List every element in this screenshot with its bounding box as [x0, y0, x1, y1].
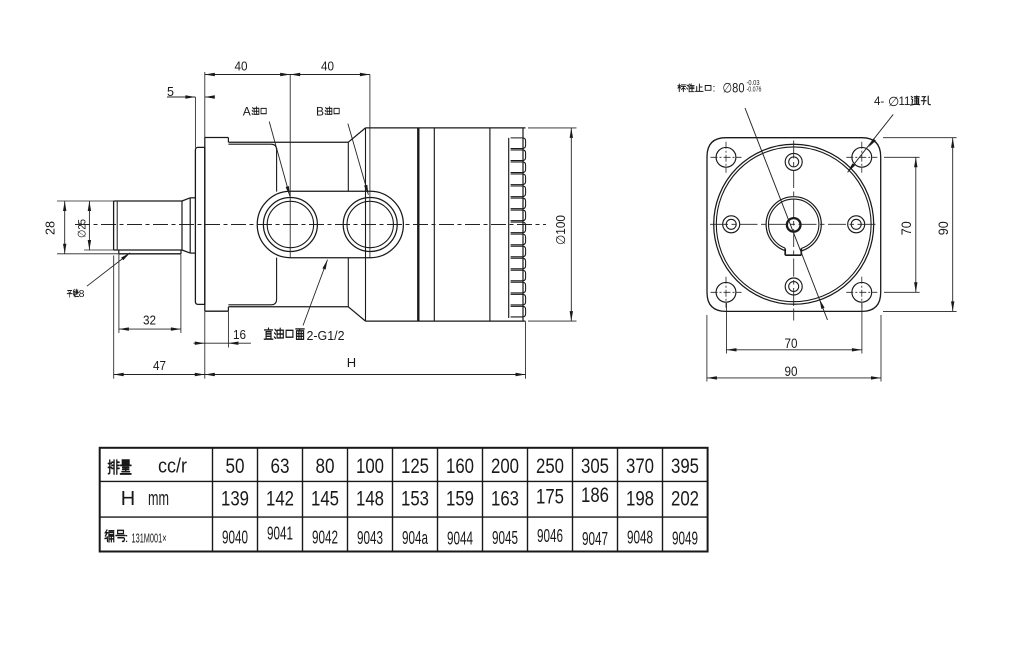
- svg-text:5: 5: [167, 85, 174, 99]
- svg-text:40: 40: [321, 60, 334, 74]
- svg-text:8: 8: [79, 288, 85, 300]
- svg-text:70: 70: [899, 221, 914, 235]
- svg-text:9046: 9046: [537, 525, 563, 546]
- svg-text:145: 145: [311, 487, 339, 511]
- svg-text:186: 186: [581, 483, 609, 507]
- svg-text:200: 200: [491, 454, 519, 478]
- svg-text:32: 32: [143, 313, 156, 327]
- svg-text:904a: 904a: [402, 527, 428, 548]
- svg-text:9043: 9043: [357, 527, 383, 548]
- svg-text:47: 47: [153, 359, 166, 373]
- svg-text:H: H: [121, 488, 135, 510]
- svg-text:370: 370: [626, 454, 654, 478]
- svg-text:9049: 9049: [672, 528, 698, 549]
- svg-text:4-: 4-: [874, 96, 884, 108]
- svg-text:9048: 9048: [627, 527, 653, 548]
- svg-text:-0.03: -0.03: [747, 80, 760, 87]
- svg-text:∅80: ∅80: [723, 81, 745, 96]
- svg-text:305: 305: [581, 454, 609, 478]
- svg-text:9042: 9042: [312, 527, 338, 548]
- svg-text::: :: [125, 530, 129, 545]
- svg-text:198: 198: [626, 487, 654, 511]
- svg-text:16: 16: [233, 328, 246, 342]
- svg-text:A: A: [243, 105, 251, 119]
- svg-text:∅: ∅: [888, 94, 899, 109]
- svg-text:70: 70: [785, 335, 798, 351]
- svg-text:125: 125: [401, 454, 429, 478]
- svg-text:∅100: ∅100: [554, 215, 568, 245]
- svg-text:250: 250: [536, 454, 564, 478]
- svg-text:9044: 9044: [447, 528, 473, 549]
- svg-text:395: 395: [671, 454, 699, 478]
- svg-text:9040: 9040: [222, 527, 248, 548]
- svg-text:163: 163: [491, 487, 519, 511]
- svg-text:cc/r: cc/r: [158, 456, 187, 478]
- svg-text:50: 50: [226, 454, 245, 478]
- svg-text:H: H: [347, 355, 356, 370]
- svg-text:142: 142: [266, 487, 294, 511]
- svg-text:153: 153: [401, 487, 429, 511]
- svg-text:9041: 9041: [267, 523, 293, 544]
- svg-text:160: 160: [446, 454, 474, 478]
- svg-text:159: 159: [446, 487, 474, 511]
- svg-text:mm: mm: [148, 488, 169, 510]
- svg-text:100: 100: [356, 454, 384, 478]
- svg-text:∅25: ∅25: [77, 219, 89, 238]
- svg-text:139: 139: [221, 487, 249, 511]
- svg-text:148: 148: [356, 487, 384, 511]
- svg-text:131M001×: 131M001×: [132, 531, 167, 546]
- svg-text:63: 63: [271, 454, 290, 478]
- svg-text::: :: [713, 83, 716, 95]
- svg-text:80: 80: [316, 454, 335, 478]
- svg-text:11: 11: [899, 96, 911, 108]
- svg-text:202: 202: [671, 487, 699, 511]
- svg-text:-0.076: -0.076: [747, 86, 762, 93]
- svg-text:90: 90: [785, 363, 798, 379]
- svg-text:9047: 9047: [582, 528, 608, 549]
- svg-text:40: 40: [235, 60, 248, 74]
- svg-text:B: B: [316, 105, 324, 119]
- svg-text:2-G1/2: 2-G1/2: [307, 328, 345, 343]
- svg-text:90: 90: [936, 221, 951, 235]
- svg-text:175: 175: [536, 485, 564, 509]
- svg-text:28: 28: [44, 221, 58, 235]
- svg-text:9045: 9045: [492, 527, 518, 548]
